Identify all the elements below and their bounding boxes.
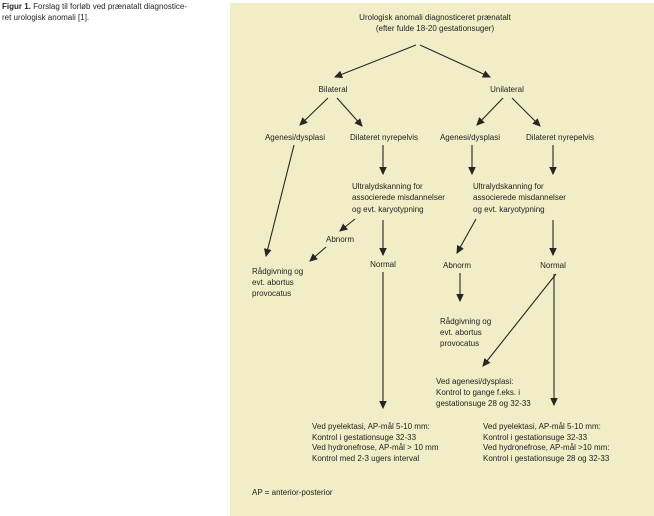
node-ultrasound-left-line2: associerede misdannelser — [352, 193, 445, 203]
node-root: Urologisk anomali diagnosticeret prænata… — [325, 12, 545, 34]
node-followup-right-line3: Ved hydronefrose, AP-mål >10 mm: — [483, 443, 610, 453]
node-normal-left: Normal — [370, 260, 396, 269]
node-followup-right-line2: Kontrol i gestationsuge 32-33 — [483, 432, 588, 442]
node-followup-left-line1: Ved pyelektasi, AP-mål 5-10 mm: — [312, 422, 430, 431]
node-agenesi-followup: Ved agenesi/dysplasi: Kontrol to gange f… — [436, 376, 531, 409]
node-ultrasound-right-line1: Ultralydskanning for — [473, 182, 544, 191]
node-bilateral-agenesi: Agenesi/dysplasi — [264, 133, 326, 142]
node-agenesi-followup-line1: Ved agenesi/dysplasi: — [436, 377, 514, 386]
node-ultrasound-left-line3: og evt. karyotypning — [352, 204, 424, 214]
node-abnorm-left: Abnorm — [325, 235, 354, 244]
node-unilateral: Unilateral — [490, 85, 524, 94]
node-ultrasound-right-line3: og evt. karyotypning — [473, 204, 545, 214]
node-normal-right: Normal — [540, 261, 566, 270]
node-followup-right: Ved pyelektasi, AP-mål 5-10 mm: Kontrol … — [483, 422, 610, 464]
node-agenesi-followup-line2: Kontrol to gange f.eks. i — [436, 388, 521, 397]
node-unilateral-dilateret: Dilateret nyrepelvis — [525, 133, 595, 142]
node-followup-left-line4: Kontrol med 2-3 ugers interval — [312, 453, 420, 463]
node-followup-left: Ved pyelektasi, AP-mål 5-10 mm: Kontrol … — [312, 422, 439, 464]
node-root-line1: Urologisk anomali diagnosticeret prænata… — [359, 13, 511, 22]
node-counseling-left-line2: evt. abortus — [252, 278, 294, 287]
figure-caption-label: Figur 1. — [2, 2, 31, 11]
node-bilateral-dilateret: Dilateret nyrepelvis — [349, 133, 419, 142]
node-followup-left-line3: Ved hydronefrose, AP-mål > 10 mm — [312, 443, 439, 453]
node-counseling-left-line1: Rådgivning og — [252, 267, 304, 276]
flowchart-panel — [230, 3, 654, 516]
figure-caption-text-line1: Forslag til forløb ved prænatalt diagnos… — [33, 2, 187, 11]
node-unilateral-agenesi: Agenesi/dysplasi — [439, 133, 501, 142]
node-ultrasound-right-line2: associerede misdannelser — [473, 193, 566, 203]
node-counseling-right: Rådgivning og evt. abortus provocatus — [440, 316, 491, 349]
figure-caption-text-line2: ret urologisk anomali [1]. — [2, 12, 90, 22]
node-counseling-left-line3: provocatus — [252, 289, 292, 298]
node-root-line2: (efter fulde 18-20 gestationsuger) — [375, 24, 495, 33]
node-bilateral: Bilateral — [318, 85, 348, 94]
node-abnorm-right: Abnorm — [442, 261, 471, 270]
node-counseling-right-line2: evt. abortus — [440, 328, 482, 337]
footnote-ap-definition: AP = anterior-posterior — [252, 488, 333, 497]
node-followup-left-line2: Kontrol i gestationsuge 32-33 — [312, 432, 417, 442]
node-counseling-right-line1: Rådgivning og — [440, 317, 492, 326]
figure-caption: Figur 1. Forslag til forløb ved prænatal… — [2, 2, 236, 23]
node-ultrasound-right: Ultralydskanning for associerede misdann… — [473, 181, 566, 215]
node-counseling-right-line3: provocatus — [440, 339, 480, 348]
node-ultrasound-left-line1: Ultralydskanning for — [352, 182, 423, 191]
node-counseling-left: Rådgivning og evt. abortus provocatus — [252, 266, 303, 299]
node-followup-right-line1: Ved pyelektasi, AP-mål 5-10 mm: — [483, 422, 601, 431]
node-followup-right-line4: Kontrol i gestationsuge 28 og 32-33 — [483, 453, 610, 463]
node-agenesi-followup-line3: gestationsuge 28 og 32-33 — [436, 399, 531, 408]
node-ultrasound-left: Ultralydskanning for associerede misdann… — [352, 181, 445, 215]
